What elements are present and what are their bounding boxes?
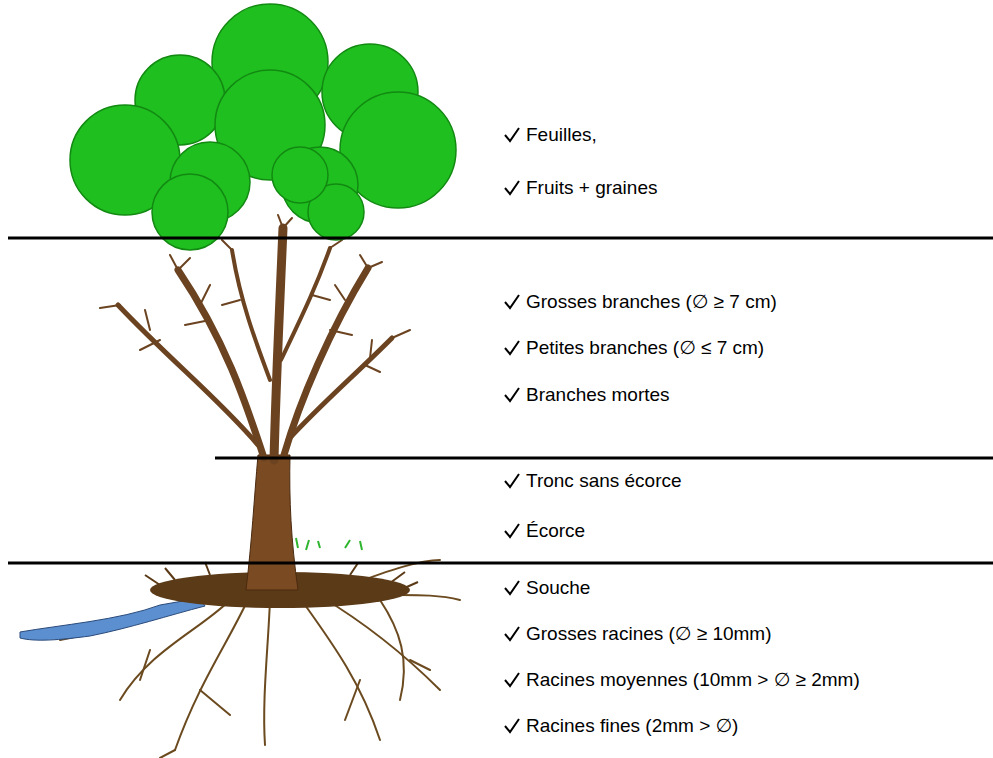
label-row: Petites branches (∅ ≤ 7 cm) bbox=[526, 337, 764, 359]
label-row: Tronc sans écorce bbox=[526, 470, 682, 492]
label-row: Grosses racines (∅ ≥ 10mm) bbox=[526, 623, 772, 645]
canopy bbox=[70, 4, 456, 250]
label-row: Grosses branches (∅ ≥ 7 cm) bbox=[526, 291, 777, 313]
branches bbox=[118, 228, 392, 460]
part-label: Grosses racines (∅ ≥ 10mm) bbox=[526, 623, 772, 644]
part-label: Petites branches (∅ ≤ 7 cm) bbox=[526, 337, 764, 358]
zone-separator bbox=[8, 238, 993, 563]
part-label: Écorce bbox=[526, 520, 585, 541]
label-row: Fruits + graines bbox=[526, 177, 657, 199]
part-label: Grosses branches (∅ ≥ 7 cm) bbox=[526, 291, 777, 312]
label-row: Feuilles, bbox=[526, 124, 597, 146]
part-label: Feuilles, bbox=[526, 124, 597, 145]
label-row: Branches mortes bbox=[526, 384, 670, 406]
part-label: Racines moyennes (10mm > ∅ ≥ 2mm) bbox=[526, 669, 860, 690]
label-row: Racines fines (2mm > ∅) bbox=[526, 715, 738, 737]
label-row: Souche bbox=[526, 577, 590, 599]
check-marks bbox=[505, 128, 519, 732]
trunk bbox=[246, 455, 298, 590]
part-label: Tronc sans écorce bbox=[526, 470, 682, 491]
label-row: Racines moyennes (10mm > ∅ ≥ 2mm) bbox=[526, 669, 860, 691]
water bbox=[20, 598, 205, 640]
part-label: Souche bbox=[526, 577, 590, 598]
label-row: Écorce bbox=[526, 520, 585, 542]
part-label: Fruits + graines bbox=[526, 177, 657, 198]
grass bbox=[296, 538, 362, 550]
part-label: Branches mortes bbox=[526, 384, 670, 405]
part-label: Racines fines (2mm > ∅) bbox=[526, 715, 738, 736]
